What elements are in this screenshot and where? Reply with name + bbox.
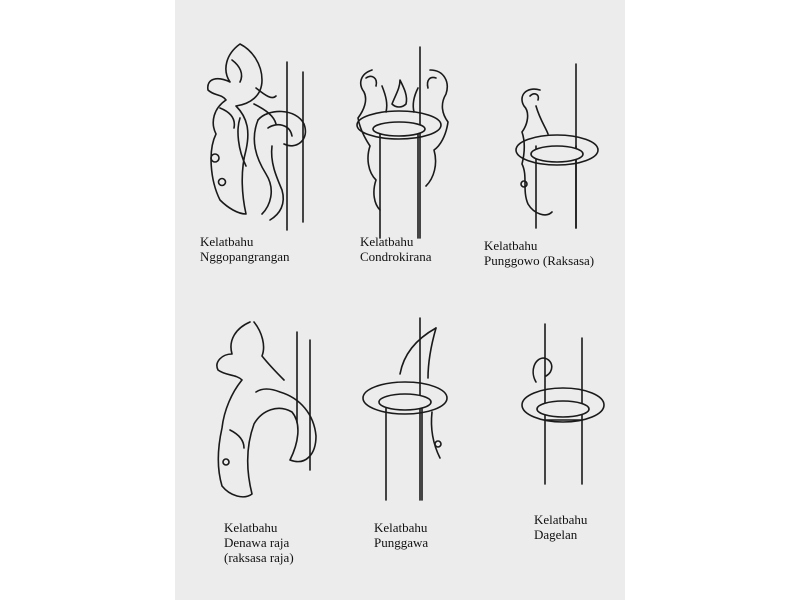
book-page xyxy=(175,0,625,600)
label-condrokirana: Kelatbahu Condrokirana xyxy=(360,234,431,264)
label-punggawa: Kelatbahu Punggawa xyxy=(374,520,428,550)
label-line: Kelatbahu xyxy=(484,238,538,253)
label-line: Dagelan xyxy=(534,527,578,542)
label-punggowo: Kelatbahu Punggowo (Raksasa) xyxy=(484,238,594,268)
label-denawa-raja: Kelatbahu Denawa raja (raksasa raja) xyxy=(224,520,294,565)
label-nggopangrangan: Kelatbahu Nggopangrangan xyxy=(200,234,290,264)
figure-punggawa xyxy=(362,317,448,501)
figure-nggopangrangan xyxy=(207,43,307,231)
label-line: Kelatbahu xyxy=(374,520,428,535)
label-line: Kelatbahu xyxy=(224,520,278,535)
label-line: Nggopangrangan xyxy=(200,249,290,264)
figure-denawa-raja xyxy=(216,321,317,498)
label-line: Condrokirana xyxy=(360,249,432,264)
label-dagelan: Kelatbahu Dagelan xyxy=(534,512,587,542)
label-line: Kelatbahu xyxy=(200,234,254,249)
label-line: (raksasa raja) xyxy=(224,550,294,565)
figure-dagelan xyxy=(521,323,605,485)
label-line: Denawa raja xyxy=(224,535,290,550)
label-line: Punggowo (Raksasa) xyxy=(484,253,595,268)
label-line: Kelatbahu xyxy=(360,234,414,249)
label-line: Kelatbahu xyxy=(534,512,588,527)
figure-punggowo xyxy=(515,63,599,229)
label-line: Punggawa xyxy=(374,535,429,550)
figure-condrokirana xyxy=(356,46,449,239)
